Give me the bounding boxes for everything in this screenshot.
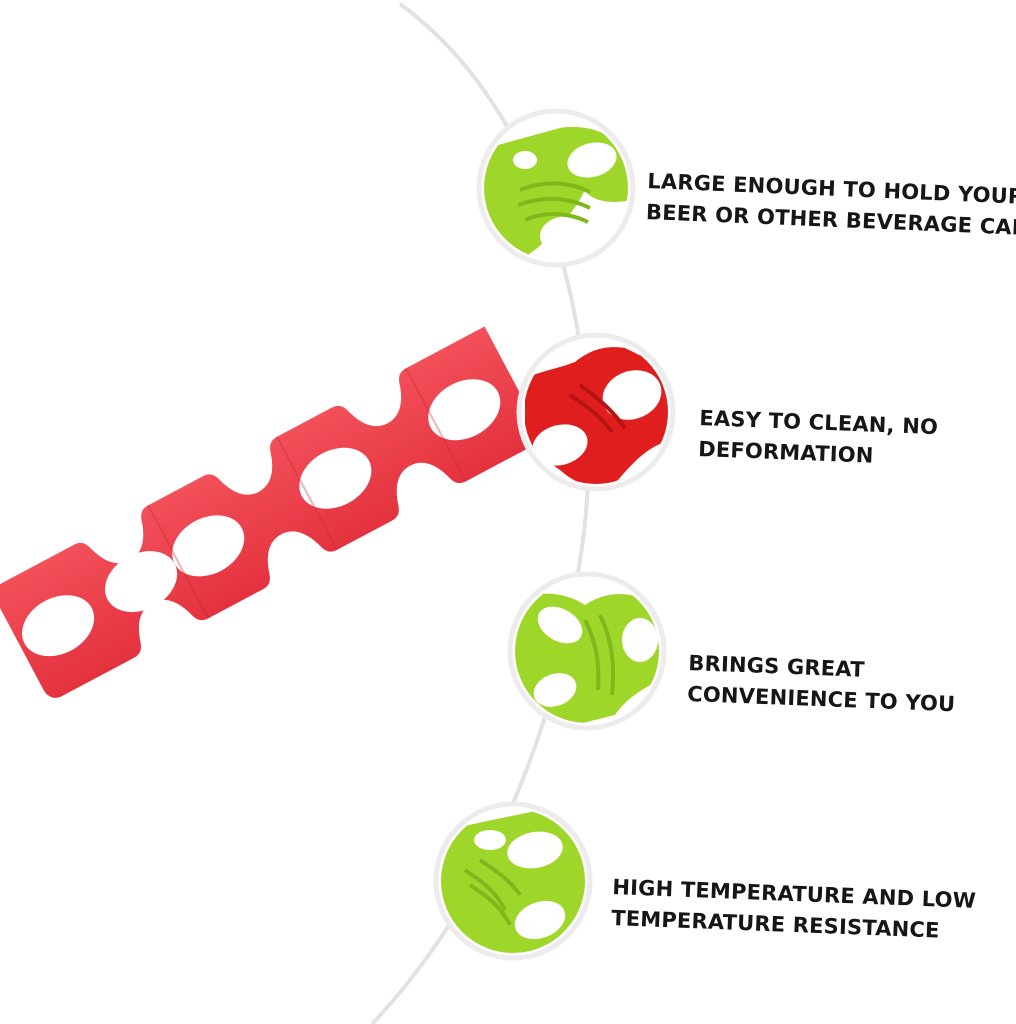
detail-circle-1: [476, 108, 636, 268]
feature-text-3: BRINGS GREAT CONVENIENCE TO YOU: [687, 648, 957, 720]
green-rack-detail-icon: [515, 579, 659, 723]
detail-circle-3: [507, 571, 667, 731]
red-rack-detail-icon: [524, 340, 668, 484]
can-rack-product-icon: [0, 326, 541, 698]
feature-text-2: EASY TO CLEAN, NO DEFORMATION: [698, 403, 939, 474]
detail-circle-4: [433, 801, 593, 961]
green-rack-detail-icon: [441, 809, 585, 953]
detail-circle-2: [516, 332, 676, 492]
green-rack-detail-icon: [484, 116, 628, 260]
